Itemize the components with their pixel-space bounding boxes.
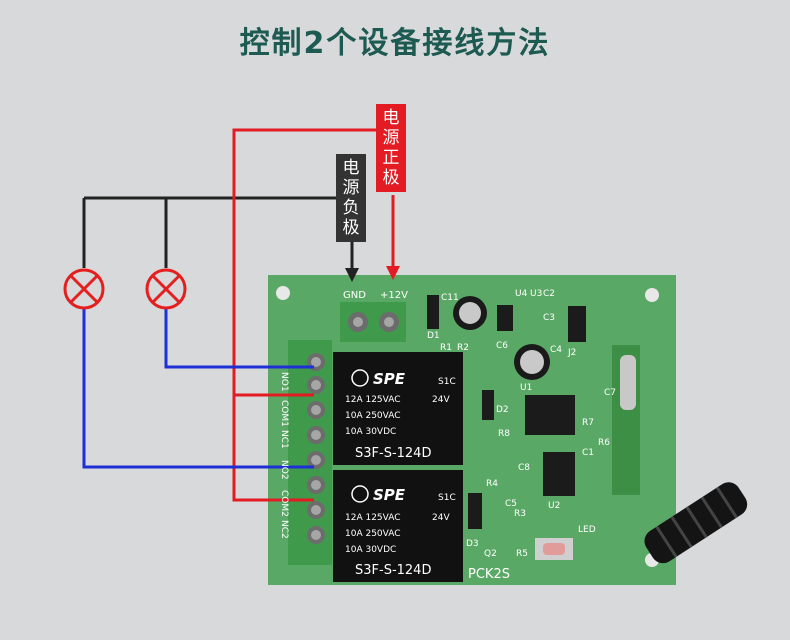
relay-1-marking: SPE S1C 12A 125VAC 10A 250VAC 10A 30VDC …: [345, 369, 456, 461]
component-label: D3: [466, 539, 479, 549]
led-label: LED: [578, 525, 596, 535]
terminal-labels: NO1 COM1 NC1 NO2 COM2 NC2: [279, 372, 289, 539]
negative-wire-main: [84, 196, 354, 275]
component-label: C3: [543, 313, 555, 323]
component-label: U4: [515, 289, 528, 299]
positive-wire-com2: [232, 128, 393, 502]
component-label: C5: [505, 499, 517, 509]
component-label: R3: [514, 509, 526, 519]
relay-code: S1C: [438, 377, 456, 387]
terminal-label: NO2: [279, 460, 289, 480]
relay-model: S3F-S-124D: [355, 563, 431, 578]
component-label: C2: [543, 289, 555, 299]
component-label: R8: [498, 429, 510, 439]
relay-brand: SPE: [373, 486, 406, 504]
v12-label: +12V: [380, 290, 408, 301]
diode-d3: [468, 493, 482, 529]
component-label: C8: [518, 463, 530, 473]
component-label: U2: [548, 501, 560, 511]
component-label: C4: [550, 345, 562, 355]
chip-u2: [543, 452, 575, 496]
component-label: R1: [440, 343, 452, 353]
power-positive-label: 电源正极: [376, 104, 406, 192]
board-model: PCK2S: [468, 567, 510, 582]
component-label: C7: [604, 388, 616, 398]
component-label: R7: [582, 418, 594, 428]
terminal-label: NO1: [279, 372, 289, 392]
component-label: R6: [598, 438, 610, 448]
relay-rating: 10A 250VAC: [345, 411, 401, 421]
component-label: R5: [516, 549, 528, 559]
mount-hole: [276, 286, 290, 300]
terminal-label: NC1: [279, 430, 289, 449]
component-label: D2: [496, 405, 509, 415]
terminal-label: COM1: [279, 400, 289, 427]
power-negative-label: 电源负极: [336, 154, 366, 242]
component-label: R4: [486, 479, 498, 489]
lamp-2-icon: [145, 268, 187, 310]
relay-voltage: 24V: [432, 513, 450, 523]
arrow-gnd: [345, 268, 359, 282]
chip-u1: [525, 395, 575, 435]
diode-d2: [482, 390, 494, 420]
terminal-label: COM2: [279, 490, 289, 517]
diode-d1: [427, 295, 439, 329]
component-label: U3: [530, 289, 542, 299]
load-wire-no1: [164, 308, 314, 369]
component-label: C1: [582, 448, 594, 458]
gnd-label: GND: [343, 290, 366, 301]
component-labels: C11 D1 U4 U3 C2 C3 C6 R1 R2 C4 J2 D2 R8 …: [427, 289, 616, 559]
mount-hole: [645, 288, 659, 302]
terminal-screws: [307, 353, 325, 544]
antenna: [644, 482, 748, 564]
jumper-j2: [568, 306, 586, 342]
regulator-u4: [497, 305, 513, 331]
relay-1: [333, 352, 463, 465]
lamp-1-icon: [63, 268, 105, 310]
relay-2-marking: SPE S1C 12A 125VAC 10A 250VAC 10A 30VDC …: [345, 485, 456, 578]
relay-rating: 10A 30VDC: [345, 427, 396, 437]
relay-rating: 10A 250VAC: [345, 529, 401, 539]
component-label: U1: [520, 383, 532, 393]
relay-voltage: 24V: [432, 395, 450, 405]
component-label: R2: [457, 343, 469, 353]
relay-model: S3F-S-124D: [355, 446, 431, 461]
page-title: 控制2个设备接线方法: [239, 26, 551, 61]
relay-rating: 10A 30VDC: [345, 545, 396, 555]
component-label: J2: [567, 348, 576, 358]
arrow-12v: [386, 266, 400, 280]
component-label: D1: [427, 331, 440, 341]
relay-rating: 12A 125VAC: [345, 513, 401, 523]
component-label: C11: [441, 293, 459, 303]
relay-rating: 12A 125VAC: [345, 395, 401, 405]
load-wire-no2: [82, 308, 314, 469]
relay-brand: SPE: [373, 370, 406, 388]
component-label: Q2: [484, 549, 497, 559]
terminal-label: NC2: [279, 520, 289, 539]
terminal-block-6p: [288, 340, 332, 565]
component-label: C6: [496, 341, 508, 351]
relay-code: S1C: [438, 493, 456, 503]
